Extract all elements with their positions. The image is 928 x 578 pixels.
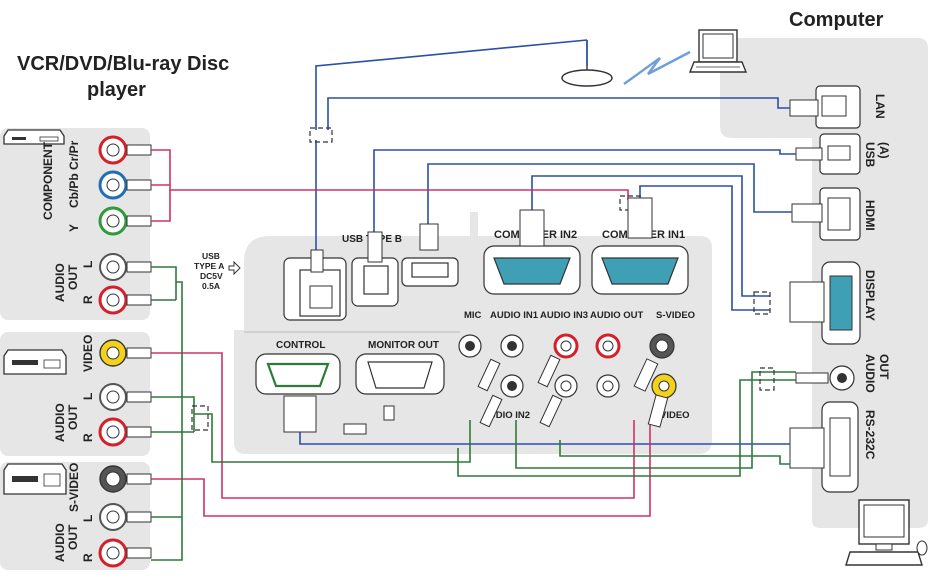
audio-in1-label: AUDIO IN1	[490, 310, 539, 321]
mic-label: MIC	[464, 310, 482, 321]
audio-out-label-2b: OUT	[66, 404, 80, 430]
pc-audio-out-label-1: AUDIO	[863, 354, 877, 393]
usb-type-a-arrow-icon	[228, 260, 241, 276]
usb-type-a-label-4: 0.5A	[202, 281, 220, 291]
rca-audio-r-red-jack-3	[98, 538, 128, 568]
video-label: VIDEO	[81, 335, 95, 372]
component-label: COMPONENT	[41, 141, 55, 220]
projector-lan-port	[283, 257, 347, 321]
audio-out-label-1: AUDIO	[53, 263, 67, 302]
projector-cable-plugs	[283, 197, 669, 433]
rca-y-green-jack	[98, 206, 128, 236]
audio-out-label-3b: OUT	[66, 524, 80, 550]
computer-hdmi-port	[791, 187, 861, 241]
video-port-label: VIDEO	[660, 410, 690, 421]
rca-audio-l-white-jack-2	[99, 383, 127, 411]
computer-in2-port	[483, 245, 581, 295]
r-label-2: R	[81, 433, 95, 442]
rs232c-label: RS-232C	[863, 410, 877, 460]
rca-cb-blue-jack	[98, 170, 128, 200]
audio-out-label-3: AUDIO	[53, 523, 67, 562]
audio-out-port-label: AUDIO OUT	[590, 310, 644, 321]
computer-in1-port	[591, 245, 689, 295]
audio-out-label-1b: OUT	[66, 264, 80, 290]
usb-type-a-label-1: USB	[202, 251, 220, 261]
source-rca-jacks	[98, 135, 128, 568]
rca-audio-l-white-jack-3	[99, 503, 127, 531]
cb-cr-label: Cb/Pb Cr/Pr	[67, 140, 81, 208]
computer-audio-out-port	[795, 365, 855, 391]
rca-video-yellow-jack	[99, 339, 127, 367]
green-cables	[151, 266, 796, 561]
wireless-signal-icon	[623, 50, 691, 85]
computer-title: Computer	[789, 9, 884, 31]
kensington-lock-slot-icon	[343, 405, 395, 435]
l-label-2: L	[81, 393, 95, 400]
pink-cables	[151, 149, 651, 517]
s-video-source-jack	[99, 465, 127, 493]
l-label-1: L	[81, 261, 95, 268]
lan-label: LAN	[873, 94, 887, 119]
rca-audio-r-red-jack-2	[98, 417, 128, 447]
s-video-port-label: S-VIDEO	[656, 310, 695, 321]
projector-usb-b-port	[351, 257, 399, 307]
rca-audio-l-white-jack-1	[99, 253, 127, 281]
y-label: Y	[67, 224, 81, 232]
control-label: CONTROL	[276, 340, 325, 351]
computer-usb-a-port	[795, 133, 861, 175]
r-label-1: R	[81, 295, 95, 304]
usb-type-a-label-2: TYPE A	[194, 261, 224, 271]
monitor-out-label: MONITOR OUT	[368, 340, 439, 351]
usb-a-label-2: (A)	[877, 142, 891, 159]
monitor-out-port	[355, 353, 445, 395]
audio-in2-label: AUDIO IN2	[482, 410, 530, 421]
computer-rs232c-port	[789, 401, 859, 493]
projector-av-jacks	[458, 333, 677, 399]
source-title-line1: VCR/DVD/Blu-ray Disc	[17, 53, 229, 75]
computer-display-port	[789, 261, 861, 345]
rca-cr-red-jack	[98, 135, 128, 165]
control-port	[255, 353, 341, 395]
s-video-label-source: S-VIDEO	[67, 463, 81, 512]
audio-in3-label: AUDIO IN3	[540, 310, 588, 321]
computer-lan-port	[789, 85, 861, 129]
r-label-3: R	[81, 553, 95, 562]
source-cable-plugs	[126, 144, 152, 559]
dvd-player-device-icon	[3, 129, 65, 145]
rca-audio-r-red-jack-1	[98, 285, 128, 315]
pc-audio-out-label-2: OUT	[877, 354, 891, 380]
usb-a-label-1: USB	[863, 142, 877, 168]
source-title-line2: player	[87, 79, 146, 101]
usb-type-a-label-3: DC5V	[200, 271, 223, 281]
laptop-icon	[688, 29, 748, 73]
hdmi-label: HDMI	[863, 200, 877, 231]
l-label-3: L	[81, 515, 95, 522]
display-label: DISPLAY	[863, 270, 877, 321]
svideo-vcr-device-icon	[3, 463, 67, 495]
audio-out-label-2: AUDIO	[53, 403, 67, 442]
projector-hdmi-port	[401, 257, 459, 287]
blue-cables	[299, 39, 796, 445]
desktop-computer-icon	[845, 499, 928, 566]
vcr-device-icon	[3, 349, 67, 375]
